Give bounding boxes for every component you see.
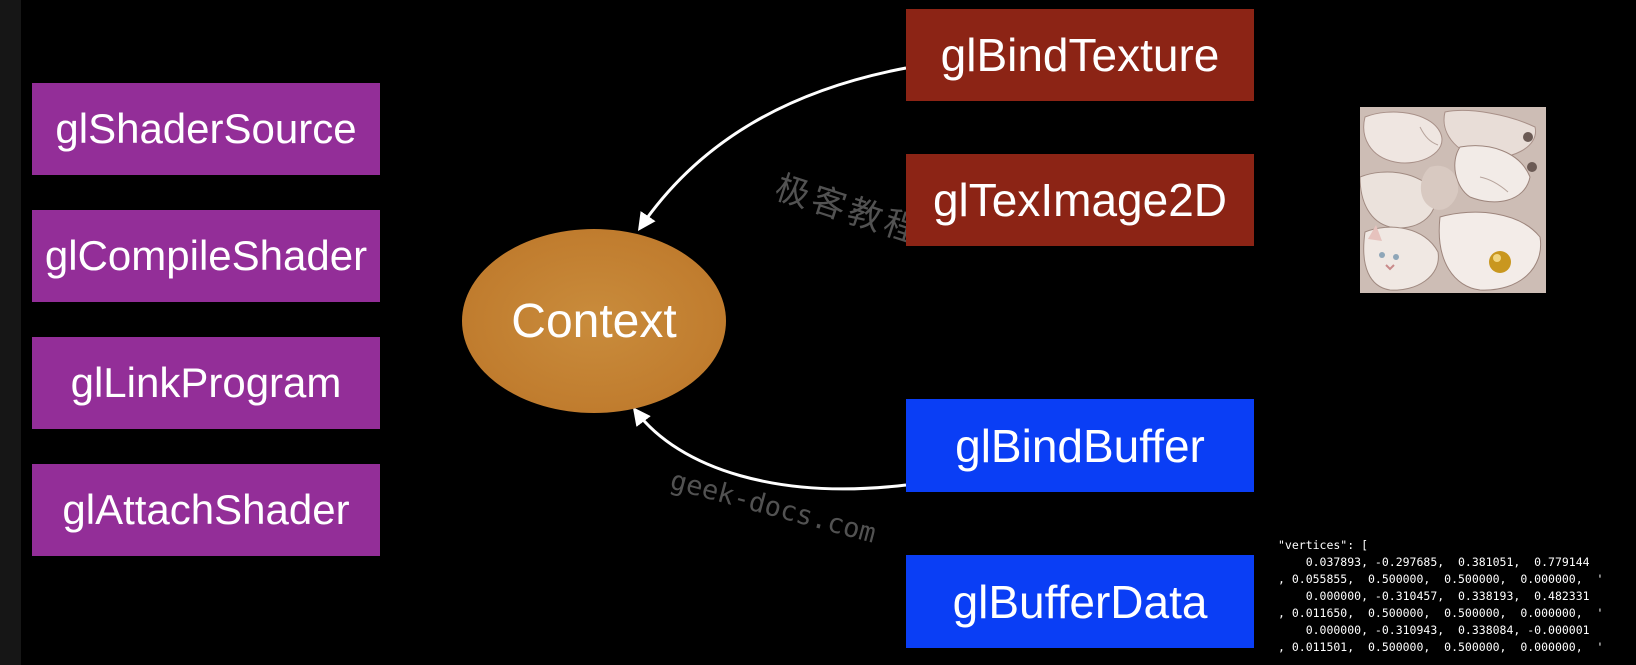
code-line: 0.000000, -0.310943, 0.338084, -0.000001 [1278, 623, 1590, 637]
gl-attach-shader-box: glAttachShader [32, 464, 380, 556]
code-line: , 0.011650, 0.500000, 0.500000, 0.000000… [1278, 606, 1604, 620]
context-node: Context [462, 229, 726, 413]
code-header: "vertices": [ [1278, 538, 1369, 552]
gl-buffer-data-box: glBufferData [906, 555, 1254, 648]
context-label: Context [511, 294, 677, 348]
cat-texture-image [1360, 107, 1546, 293]
gl-attach-shader-label: glAttachShader [62, 486, 350, 533]
gl-tex-image-2d-box: glTexImage2D [906, 154, 1254, 246]
code-line: 0.000000, -0.310457, 0.338193, 0.482331 [1278, 589, 1590, 603]
gl-shader-source-box: glShaderSource [32, 83, 380, 175]
gl-shader-source-label: glShaderSource [55, 105, 357, 152]
gl-link-program-label: glLinkProgram [70, 359, 342, 406]
left-edge-strip [0, 0, 21, 665]
gl-bind-texture-label: glBindTexture [940, 29, 1220, 81]
vertices-code-snippet: "vertices": [ 0.037893, -0.297685, 0.381… [1278, 537, 1636, 665]
gl-link-program-box: glLinkProgram [32, 337, 380, 429]
gl-buffer-data-label: glBufferData [952, 575, 1208, 628]
gl-bind-buffer-box: glBindBuffer [906, 399, 1254, 492]
code-line: , 0.055855, 0.500000, 0.500000, 0.000000… [1278, 572, 1604, 586]
code-line: 0.037893, -0.297685, 0.381051, 0.779144 [1278, 555, 1590, 569]
watermark-domain: geek-docs.com [666, 465, 880, 550]
gl-bind-texture-box: glBindTexture [906, 9, 1254, 101]
code-line: , 0.011501, 0.500000, 0.500000, 0.000000… [1278, 640, 1604, 654]
gl-compile-shader-label: glCompileShader [44, 232, 368, 279]
gl-tex-image-2d-label: glTexImage2D [932, 174, 1228, 226]
gl-bind-buffer-label: glBindBuffer [955, 419, 1205, 472]
gl-compile-shader-box: glCompileShader [32, 210, 380, 302]
